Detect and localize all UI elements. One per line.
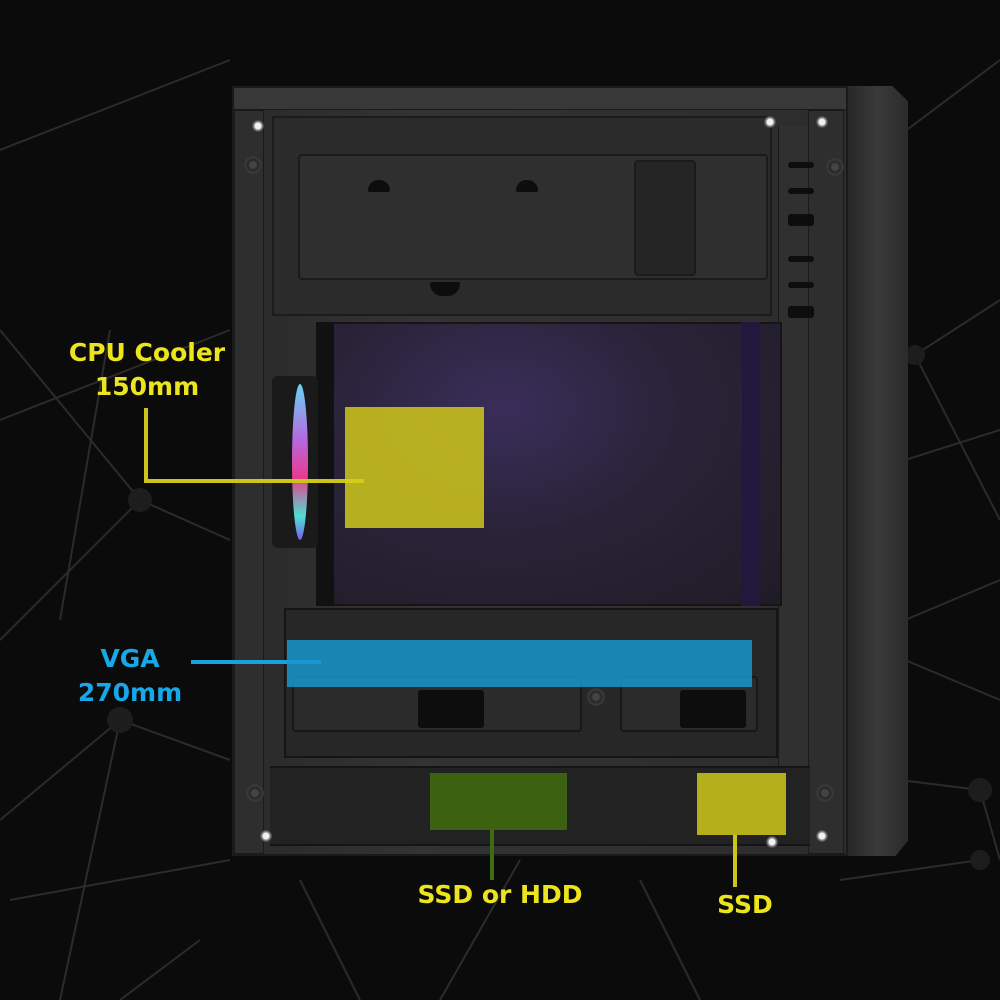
ssd-or-hdd-label: SSD or HDD [417,880,583,909]
cpu-cooler-value: 150mm [94,372,200,401]
vent-slot [788,282,814,288]
vent-column [778,126,808,846]
screw-icon [764,116,776,128]
psu-cutout [634,160,696,276]
vent-slot [788,306,814,318]
vga-zone [287,640,752,687]
vent-slot [788,214,814,226]
cpu-cooler-leader-vertical [144,408,148,482]
screw-icon [244,156,262,174]
ssd-or-hdd-zone [430,773,567,830]
psu-notch [516,180,538,192]
cpu-cooler-leader-horizontal [144,479,364,483]
front-panel [846,86,908,856]
cpu-cooler-title: CPU Cooler [68,338,226,367]
pc-case [232,86,912,866]
cage-cutout [680,690,746,728]
screw-icon [816,116,828,128]
vga-value: 270mm [77,678,183,707]
screw-icon [252,120,264,132]
screw-icon [816,784,834,802]
vga-title: VGA [100,644,160,673]
screw-icon [246,784,264,802]
vga-label: VGA 270mm [60,642,200,710]
screw-icon [260,830,272,842]
rgb-fan-icon [272,376,318,548]
motherboard-edge-right [742,322,760,606]
ssd-leader [733,835,737,887]
screw-icon [826,158,844,176]
top-rail [234,88,846,110]
screw-icon [587,688,605,706]
cpu-cooler-label: CPU Cooler 150mm [52,336,242,404]
psu-notch [368,180,390,192]
ssd-or-hdd-leader [490,830,494,880]
psu-plate [298,154,768,280]
vent-slot [788,256,814,262]
screw-icon [816,830,828,842]
right-rail [808,110,844,854]
vent-slot [788,162,814,168]
psu-notch [430,282,460,296]
cpu-cooler-zone [345,407,484,528]
screw-icon [766,836,778,848]
vent-slot [788,188,814,194]
motherboard-edge-left [316,322,334,606]
ssd-zone [697,773,786,835]
cage-cutout [418,690,484,728]
vga-leader [191,660,321,664]
ssd-label: SSD [717,890,773,919]
